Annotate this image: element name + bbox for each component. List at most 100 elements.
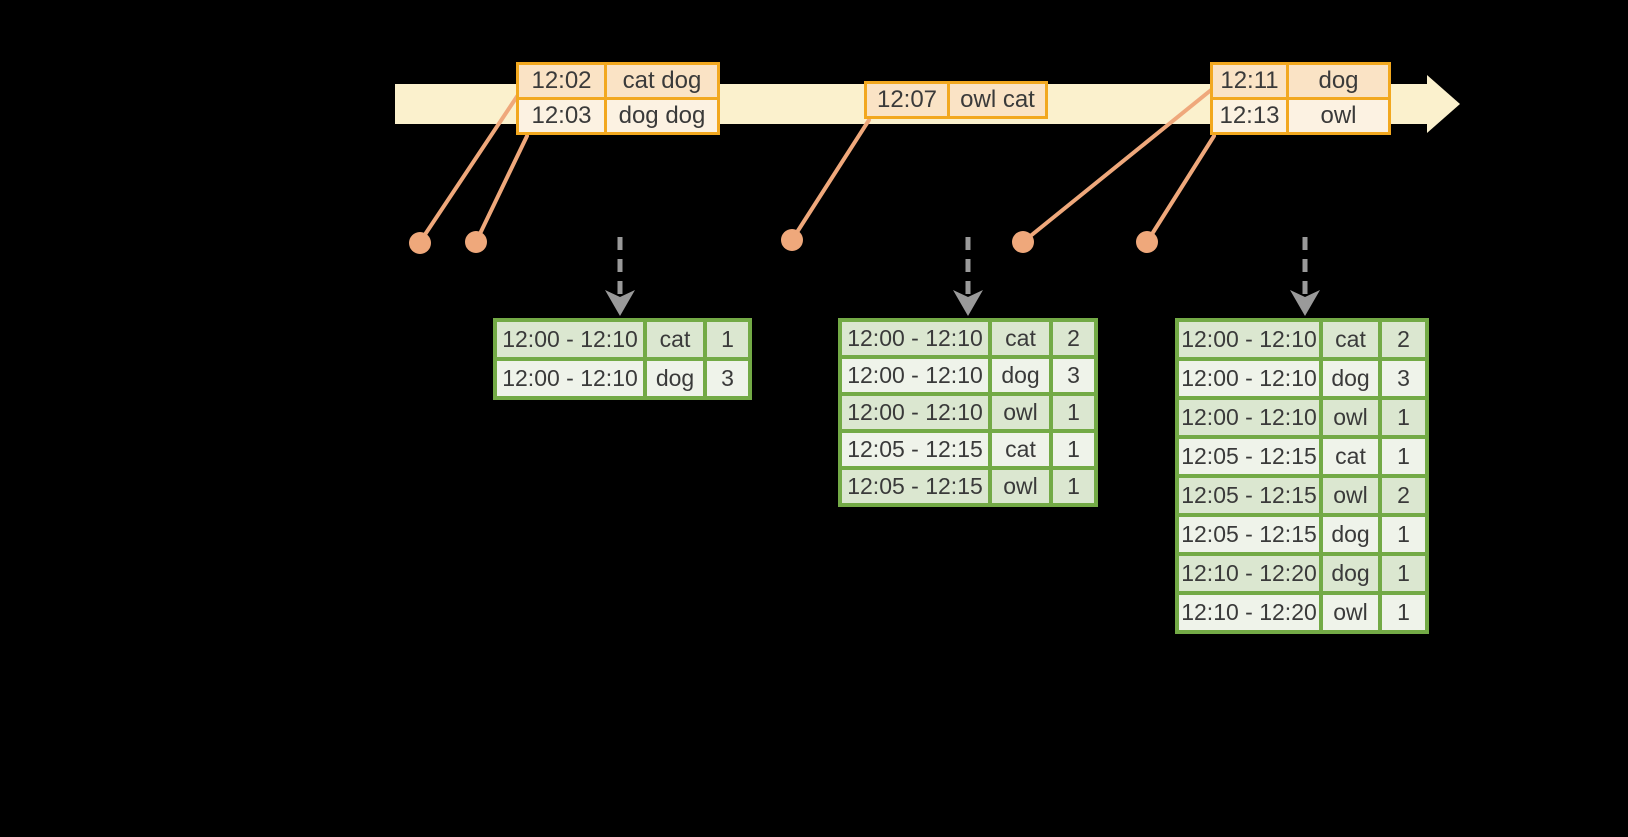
table-cell: dog	[1323, 517, 1378, 552]
table-cell: 12:02	[519, 65, 604, 97]
table-cell: owl	[1289, 100, 1388, 132]
table-cell: cat	[992, 322, 1049, 355]
table-cell: dog dog	[607, 100, 717, 132]
event-dots	[409, 229, 1158, 254]
trigger-arrowhead-icon	[1290, 290, 1320, 316]
table-cell: 12:05 - 12:15	[842, 470, 988, 503]
table-cell: 12:05 - 12:15	[1179, 478, 1319, 513]
event-dot	[409, 232, 431, 254]
table-cell: 12:05 - 12:15	[1179, 517, 1319, 552]
table-cell: dog	[1289, 65, 1388, 97]
event-dot	[1012, 231, 1034, 253]
table-cell: 3	[707, 361, 748, 396]
table-cell: 12:00 - 12:10	[497, 361, 643, 396]
table-cell: 1	[1382, 556, 1425, 591]
event-dot	[465, 231, 487, 253]
event-connector-line	[1021, 84, 1218, 244]
table-cell: dog	[1323, 361, 1378, 396]
table-cell: 12:07	[867, 84, 947, 116]
event-connector-line	[790, 118, 871, 242]
table-cell: 1	[1382, 400, 1425, 435]
table-cell: 1	[1053, 396, 1094, 429]
table-cell: owl	[1323, 400, 1378, 435]
trigger-arrows	[605, 237, 1320, 316]
table-cell: cat	[1323, 439, 1378, 474]
table-cell: cat	[992, 433, 1049, 466]
table-cell: 12:00 - 12:10	[1179, 361, 1319, 396]
event-dot	[781, 229, 803, 251]
table-cell: 12:00 - 12:10	[1179, 322, 1319, 357]
event-connector-line	[1145, 134, 1216, 244]
timeline-arrowhead-icon	[1427, 75, 1460, 133]
table-cell: 1	[707, 322, 748, 357]
event-dot	[1136, 231, 1158, 253]
event-connector-line	[418, 90, 522, 244]
table-cell: dog	[647, 361, 703, 396]
table-cell: dog	[992, 359, 1049, 392]
table-cell: 12:10 - 12:20	[1179, 556, 1319, 591]
table-cell: 1	[1382, 439, 1425, 474]
trigger-arrowhead-icon	[605, 290, 635, 316]
table-cell: 1	[1382, 595, 1425, 630]
table-cell: dog	[1323, 556, 1378, 591]
event-connector-line	[474, 134, 529, 244]
table-cell: 12:05 - 12:15	[1179, 439, 1319, 474]
event-connector-lines	[418, 84, 1218, 244]
table-cell: 12:05 - 12:15	[842, 433, 988, 466]
table-cell: 2	[1053, 322, 1094, 355]
table-cell: 12:11	[1213, 65, 1286, 97]
table-cell: 12:00 - 12:10	[1179, 400, 1319, 435]
table-cell: 12:00 - 12:10	[842, 396, 988, 429]
table-cell: owl	[992, 470, 1049, 503]
table-cell: 12:00 - 12:10	[497, 322, 643, 357]
table-cell: 1	[1053, 470, 1094, 503]
table-cell: cat	[647, 322, 703, 357]
table-cell: cat	[1323, 322, 1378, 357]
table-cell: 1	[1382, 517, 1425, 552]
table-cell: 3	[1053, 359, 1094, 392]
table-cell: 12:03	[519, 100, 604, 132]
table-cell: 3	[1382, 361, 1425, 396]
table-cell: 12:00 - 12:10	[842, 322, 988, 355]
trigger-arrowhead-icon	[953, 290, 983, 316]
table-cell: owl	[992, 396, 1049, 429]
table-cell: 2	[1382, 322, 1425, 357]
table-cell: 2	[1382, 478, 1425, 513]
table-cell: 1	[1053, 433, 1094, 466]
table-cell: owl	[1323, 595, 1378, 630]
table-cell: cat dog	[607, 65, 717, 97]
